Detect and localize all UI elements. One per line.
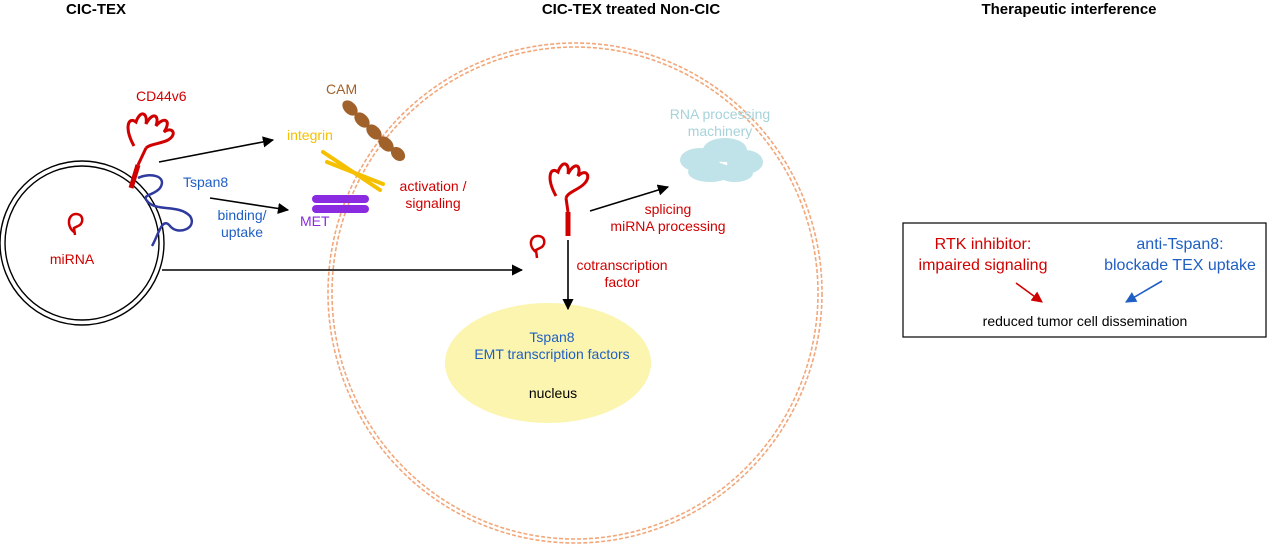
met-label: MET [300, 213, 330, 229]
arrow-rtk-to-result [1015, 282, 1043, 303]
recipient-cell-membrane [327, 42, 823, 544]
anti-tspan8-label-2: blockade TEX uptake [1104, 257, 1256, 274]
cotranscription-label-1: cotranscription [576, 257, 667, 273]
header-cic-tex: CIC-TEX [66, 1, 126, 18]
nucleus [445, 303, 651, 423]
header-therapeutic-interference: Therapeutic interference [981, 1, 1156, 18]
met-icon [312, 195, 369, 213]
rna-processing-cloud [680, 138, 763, 182]
cam-icon [342, 100, 406, 162]
nucleus-emt-label: EMT transcription factors [474, 346, 629, 362]
nucleus-tspan8-label: Tspan8 [529, 329, 574, 345]
rtk-inhibitor-label-1: RTK inhibitor: [935, 236, 1032, 253]
arrow-tspan8-to-met [209, 197, 290, 215]
cotranscription-label-2: factor [604, 274, 639, 290]
therapy-result-label: reduced tumor cell dissemination [983, 313, 1188, 329]
header-treated-non-cic: CIC-TEX treated Non-CIC [542, 1, 721, 18]
internalized-mirna-icon [529, 234, 546, 259]
tspan8-label: Tspan8 [183, 174, 228, 190]
activation-label-1: activation / [400, 178, 467, 194]
anti-tspan8-label-1: anti-Tspan8: [1136, 236, 1223, 253]
activation-label-2: signaling [405, 195, 460, 211]
mirna-label: miRNA [50, 251, 95, 267]
cd44v6-label: CD44v6 [136, 88, 187, 104]
cic-tex-exosome [0, 160, 165, 326]
therapy-box [902, 222, 1267, 338]
mirna-icon [67, 212, 84, 236]
arrow-anti-tspan8-to-result [1125, 280, 1163, 303]
binding-label-1: binding/ [217, 207, 266, 223]
integrin-icon [321, 150, 385, 192]
rna-machinery-label-1: RNA processing [670, 106, 770, 122]
rna-machinery-label-2: machinery [688, 123, 753, 139]
binding-label-2: uptake [221, 224, 263, 240]
nucleus-label: nucleus [529, 385, 577, 401]
splicing-label-2: miRNA processing [610, 218, 725, 234]
internalized-cd44v6-icon [548, 162, 590, 236]
splicing-label-1: splicing [645, 201, 692, 217]
arrow-cd44v6-to-integrin [158, 136, 275, 163]
cd44v6-icon [126, 112, 175, 189]
cam-label: CAM [326, 81, 357, 97]
arrow-to-rna-machinery [589, 184, 670, 212]
rtk-inhibitor-label-2: impaired signaling [919, 257, 1048, 274]
integrin-label: integrin [287, 127, 333, 143]
tspan8-icon [137, 174, 194, 247]
